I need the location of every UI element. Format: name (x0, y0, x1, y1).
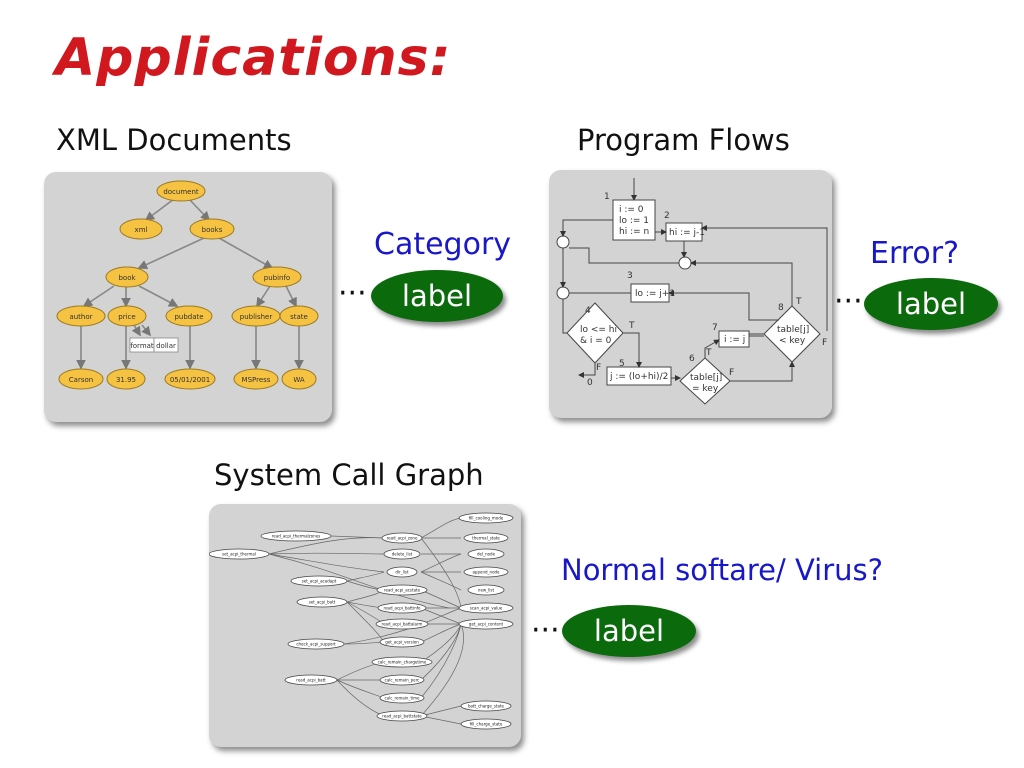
sc-node: read_acpi_battstate (382, 714, 422, 719)
pf-d4-line2: & i = 0 (580, 336, 612, 346)
xml-node-price-value: 31.95 (116, 376, 136, 384)
syscall-label-pill: label (562, 605, 696, 657)
program-label-pill: label (864, 278, 998, 330)
xml-node-wa: WA (293, 376, 305, 384)
pf-t-8: T (795, 297, 802, 307)
xml-node-publisher: publisher (240, 313, 273, 321)
xml-ellipsis: ··· (338, 276, 367, 311)
pf-b5: j := (lo+hi)/2 (609, 372, 668, 382)
pf-num-2: 2 (664, 211, 670, 221)
category-label: Category (374, 227, 512, 262)
pf-b1-line3: hi := n (619, 227, 649, 237)
sc-node: fill_charge_state (470, 722, 503, 727)
xml-label-pill: label (371, 270, 503, 322)
sc-node: set_acpi_thermal (222, 552, 256, 557)
xml-heading: XML Documents (56, 123, 292, 157)
xml-attr-format: format (130, 342, 154, 350)
pf-zero: 0 (587, 378, 593, 388)
pf-num-3: 3 (627, 271, 633, 281)
xml-node-price: price (118, 313, 135, 321)
pf-d4-line1: lo <= hi (580, 325, 617, 335)
program-panel: 1 2 3 4 5 6 7 8 i := 0 lo := 1 hi := n h… (549, 170, 832, 418)
sc-node: read_acpi_thermalzones (272, 534, 321, 539)
pf-b1-line1: i := 0 (619, 205, 644, 215)
xml-node-xml: xml (135, 226, 148, 234)
program-heading: Program Flows (577, 123, 790, 157)
syscall-heading: System Call Graph (214, 458, 484, 492)
syscall-graph-diagram: read_acpi_thermalzones set_acpi_thermal … (208, 512, 514, 730)
pf-b2: hi := j-1 (669, 228, 705, 238)
sc-node: read_acpi_battinfo (384, 606, 421, 611)
pf-num-6: 6 (689, 354, 695, 364)
sc-node: new_list (478, 588, 495, 593)
xml-tree-diagram: document xml books book pubinfo author p… (56, 180, 319, 390)
pf-f-6: F (729, 368, 734, 378)
pf-b3: lo := j+1 (635, 289, 675, 299)
xml-node-document: document (163, 188, 199, 196)
sc-node: dir_list (395, 570, 409, 575)
sc-node: get_acpi_version (385, 640, 419, 645)
xml-attr-dollar: dollar (156, 342, 176, 350)
xml-node-books: books (202, 226, 223, 234)
xml-node-mspress: MSPress (242, 376, 271, 384)
sc-node: thermal_state (472, 536, 500, 541)
pf-t-6: T (705, 348, 712, 358)
sc-node: read_acpi_batt (296, 678, 326, 683)
pf-d8-line1: table[j] (777, 325, 809, 335)
pf-t-4: T (628, 321, 635, 331)
xml-node-date-value: 05/01/2001 (170, 376, 210, 384)
sc-node: calc_remain_time (384, 696, 420, 701)
xml-node-state: state (290, 313, 308, 321)
pf-f-4: F (596, 363, 601, 373)
pf-num-7: 7 (712, 323, 718, 333)
syscall-panel: read_acpi_thermalzones set_acpi_thermal … (208, 504, 521, 747)
pf-num-1: 1 (604, 192, 610, 202)
program-ellipsis: ··· (834, 284, 863, 319)
sc-node: delete_list (392, 552, 413, 557)
sc-node: read_acpi_zone (387, 536, 418, 541)
sc-node: fill_cooling_mode (469, 516, 504, 521)
sc-node: set_acpi_acadapt (302, 579, 337, 584)
xml-node-author: author (69, 313, 92, 321)
syscall-ellipsis: ··· (531, 613, 560, 648)
pf-d6-line1: table[j] (690, 373, 722, 383)
sc-node: read_acpi_acstate (384, 588, 421, 593)
pf-num-4: 4 (585, 306, 591, 316)
pf-d6-line2: = key (692, 384, 719, 394)
sc-node: calc_remain_chargetime (378, 660, 427, 665)
sc-node: del_node (477, 552, 496, 557)
pf-f-8: F (822, 338, 827, 348)
sc-node: check_acpi_support (296, 642, 336, 647)
sc-node: get_acpi_content (469, 622, 504, 627)
pf-num-8: 8 (778, 303, 784, 313)
sc-node: read_acpi_battalarm (382, 622, 423, 627)
pf-b1-line2: lo := 1 (619, 216, 649, 226)
error-label: Error? (870, 236, 960, 271)
sc-node: append_node (472, 570, 500, 575)
xml-node-pubinfo: pubinfo (264, 274, 290, 282)
slide-title: Applications: (55, 28, 452, 88)
xml-node-pubdate: pubdate (174, 313, 203, 321)
xml-node-carson: Carson (69, 376, 93, 384)
sc-node: set_acpi_batt (309, 600, 336, 605)
xml-node-book: book (118, 274, 136, 282)
normal-virus-label: Normal softare/ Virus? (561, 553, 884, 587)
sc-node: batt_charge_state (468, 704, 505, 709)
program-flow-diagram: 1 2 3 4 5 6 7 8 i := 0 lo := 1 hi := n h… (556, 178, 828, 405)
sc-node: scan_acpi_value (470, 606, 503, 611)
pf-b7: i := j (724, 335, 745, 345)
sc-node: calc_remain_perc (385, 678, 420, 683)
pf-num-5: 5 (619, 359, 625, 369)
xml-panel: document xml books book pubinfo author p… (44, 172, 332, 422)
pf-d8-line2: < key (779, 336, 806, 346)
